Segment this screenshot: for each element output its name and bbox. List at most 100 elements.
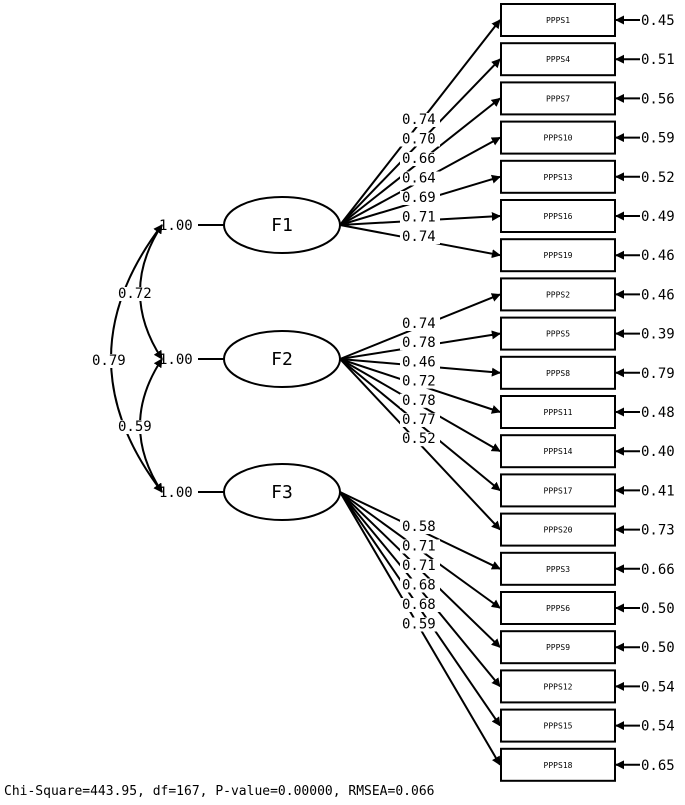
indicator-box-ppps1 (500, 3, 616, 37)
loading-label-bg (400, 393, 440, 408)
indicator-label-ppps17: PPPS17 (544, 486, 573, 495)
loading-label-ppps11: 0.72 (402, 374, 436, 390)
error-variance-ppps10: 0.59 (641, 131, 675, 147)
indicator-label-ppps19: PPPS19 (544, 251, 573, 260)
error-variance-ppps19: 0.46 (641, 248, 675, 264)
loading-label-bg (400, 520, 440, 534)
loading-label-ppps5: 0.78 (402, 335, 436, 351)
loading-label-bg (400, 578, 440, 593)
loading-label-bg (400, 113, 440, 127)
loading-label-ppps6: 0.71 (402, 539, 436, 555)
error-variance-ppps20: 0.73 (641, 523, 675, 539)
loading-label-bg (400, 191, 440, 205)
loading-label-bg (400, 617, 440, 632)
error-variance-ppps13: 0.52 (641, 170, 675, 186)
factor-ellipse-f3 (223, 463, 341, 521)
indicator-label-ppps16: PPPS16 (544, 212, 573, 221)
indicator-box-ppps13 (500, 159, 616, 194)
indicator-box-ppps5 (500, 316, 616, 351)
indicator-box-ppps19 (500, 238, 616, 273)
loading-label-bg (400, 171, 440, 186)
indicator-label-ppps15: PPPS15 (544, 722, 573, 731)
error-variance-ppps15: 0.54 (641, 719, 675, 735)
indicator-box-ppps14 (500, 434, 616, 469)
indicator-label-ppps5: PPPS5 (546, 330, 570, 339)
loading-label-bg (400, 336, 440, 351)
indicator-box-ppps15 (500, 708, 616, 743)
factor-ellipse-f1 (223, 196, 341, 254)
indicator-label-ppps6: PPPS6 (546, 604, 570, 613)
indicator-box-ppps20 (500, 512, 616, 547)
indicator-label-ppps2: PPPS2 (546, 290, 570, 299)
loading-label-bg (400, 152, 440, 166)
correlation-label-bg (90, 354, 130, 368)
indicator-box-ppps12 (500, 669, 616, 704)
loading-label-ppps15: 0.68 (402, 597, 436, 613)
correlation-label-f1-f3: 0.79 (92, 353, 126, 369)
factor-variance-f1: 1.00 (159, 218, 193, 234)
loading-label-ppps13: 0.69 (402, 190, 436, 206)
loading-label-bg (400, 598, 440, 612)
loading-label-ppps14: 0.78 (402, 393, 436, 409)
factor-label-f1: F1 (271, 215, 293, 236)
loading-label-bg (400, 230, 440, 244)
loading-label-bg (400, 317, 440, 331)
indicator-label-ppps1: PPPS1 (546, 16, 570, 25)
loading-label-bg (400, 539, 440, 554)
indicator-box-ppps4 (500, 42, 616, 77)
indicator-label-ppps18: PPPS18 (544, 761, 573, 770)
factor-variance-f3: 1.00 (159, 485, 193, 501)
error-variance-ppps16: 0.49 (641, 209, 675, 225)
indicator-box-ppps17 (500, 473, 616, 508)
correlation-label-f2-f3: 0.59 (118, 419, 152, 435)
correlation-label-bg (116, 287, 156, 301)
indicator-box-ppps3 (500, 551, 616, 586)
indicator-box-ppps18 (500, 747, 616, 782)
loading-label-ppps7: 0.66 (402, 151, 436, 167)
indicator-box-ppps2 (500, 277, 616, 312)
error-variance-ppps17: 0.41 (641, 483, 675, 499)
fit-statistics: Chi-Square=443.95, df=167, P-value=0.000… (4, 784, 435, 799)
loading-label-ppps2: 0.74 (402, 316, 436, 332)
error-variance-ppps11: 0.48 (641, 405, 675, 421)
loading-label-ppps10: 0.64 (402, 171, 436, 187)
loading-label-ppps9: 0.71 (402, 558, 436, 574)
error-variance-ppps3: 0.66 (641, 562, 675, 578)
indicator-box-ppps7 (500, 81, 616, 116)
factor-variance-f2: 1.00 (159, 352, 193, 368)
loading-label-bg (400, 559, 440, 573)
error-variance-ppps6: 0.50 (641, 601, 675, 617)
indicator-box-ppps9 (500, 630, 616, 665)
error-variance-ppps14: 0.40 (641, 444, 675, 460)
error-variance-ppps1: 0.45 (641, 13, 675, 29)
loading-label-ppps3: 0.58 (402, 519, 436, 535)
correlation-label-f1-f2: 0.72 (118, 286, 152, 302)
indicator-label-ppps13: PPPS13 (544, 173, 573, 182)
loading-label-bg (400, 374, 440, 389)
loading-label-ppps16: 0.71 (402, 210, 436, 226)
loading-label-ppps18: 0.59 (402, 617, 436, 633)
indicator-label-ppps14: PPPS14 (544, 447, 573, 456)
indicator-label-ppps10: PPPS10 (544, 134, 573, 143)
indicator-box-ppps6 (500, 591, 616, 625)
correlation-label-bg (116, 420, 156, 434)
error-variance-ppps9: 0.50 (641, 640, 675, 656)
indicator-label-ppps12: PPPS12 (544, 682, 573, 691)
indicator-box-ppps11 (500, 395, 616, 429)
loading-label-ppps19: 0.74 (402, 229, 436, 245)
loading-label-ppps8: 0.46 (402, 354, 436, 370)
error-variance-ppps18: 0.65 (641, 758, 675, 774)
factor-label-f3: F3 (271, 482, 293, 503)
error-variance-ppps4: 0.51 (641, 52, 675, 68)
indicator-box-ppps16 (500, 199, 616, 233)
loading-label-ppps12: 0.68 (402, 578, 436, 594)
loading-label-ppps4: 0.70 (402, 132, 436, 148)
indicator-box-ppps10 (500, 120, 616, 155)
factor-ellipse-f2 (223, 330, 341, 388)
loading-label-ppps1: 0.74 (402, 112, 436, 128)
loading-label-bg (400, 210, 440, 225)
loading-label-bg (400, 132, 440, 147)
indicator-label-ppps4: PPPS4 (546, 55, 570, 64)
error-variance-ppps8: 0.79 (641, 366, 675, 382)
